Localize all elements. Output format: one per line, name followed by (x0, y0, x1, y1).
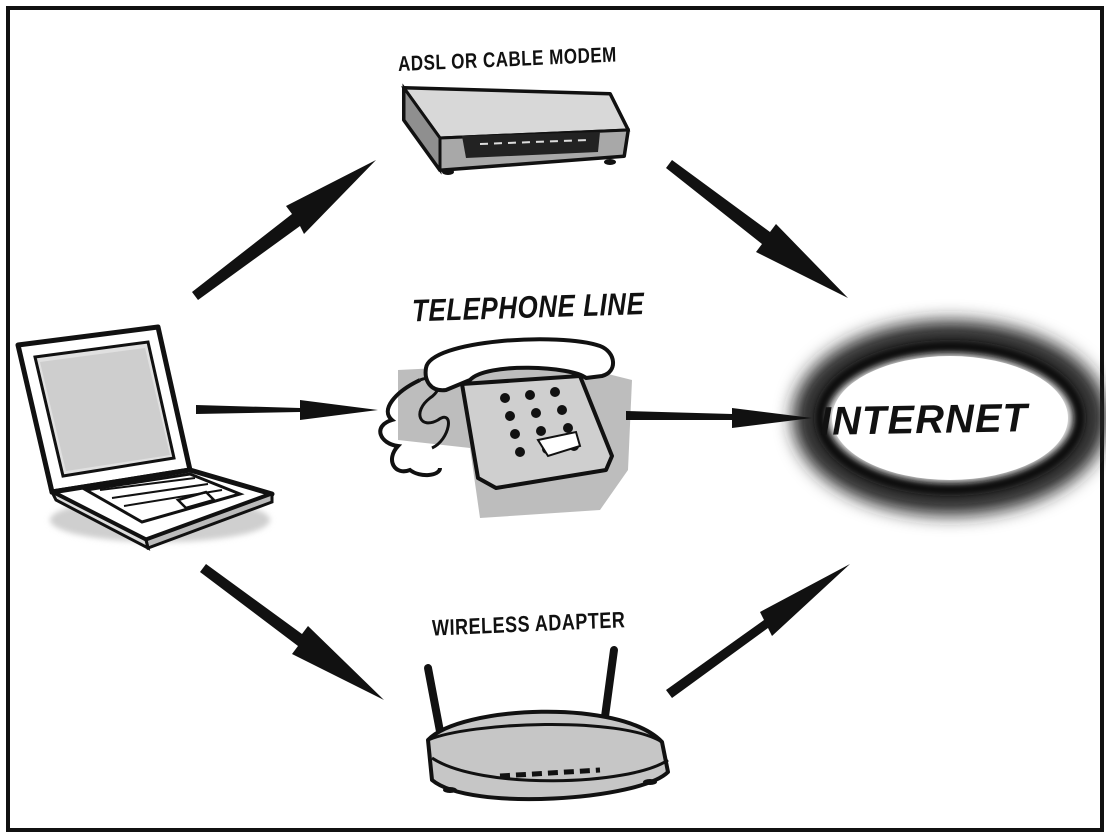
arrow-laptop-to-wireless (200, 564, 384, 700)
arrow-modem-to-internet (666, 160, 848, 298)
laptop-icon (15, 324, 275, 551)
arrow-laptop-to-phone (196, 400, 378, 420)
internet-label: INTERNET (819, 396, 1029, 444)
arrow-laptop-to-modem (192, 160, 376, 300)
telephone-line-label: TELEPHONE LINE (411, 285, 645, 329)
arrow-phone-to-internet (626, 408, 812, 428)
arrow-wireless-to-internet (666, 564, 850, 698)
modem-icon (401, 83, 631, 175)
wireless-router-icon (424, 646, 670, 802)
telephone-icon (378, 337, 632, 518)
